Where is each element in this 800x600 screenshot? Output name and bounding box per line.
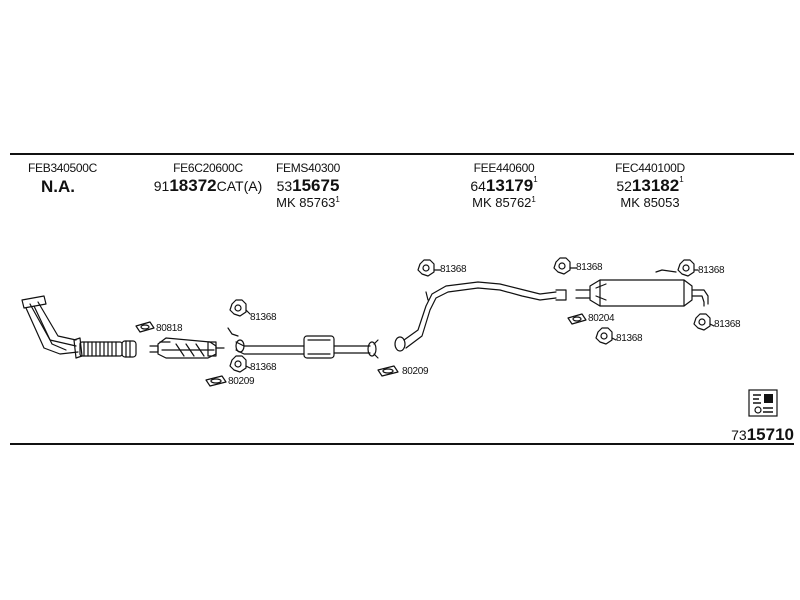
column-fee440600: FEE440600 64131791 MK 857621 xyxy=(462,162,546,209)
gasket xyxy=(205,375,227,387)
callout-80818: 80818 xyxy=(156,323,183,334)
part-number: 52131821 xyxy=(616,175,684,195)
column-code: FE6C20600C xyxy=(173,161,243,175)
part-number: 64131791 xyxy=(470,175,538,195)
column-code: FEE440600 xyxy=(473,161,535,175)
column-fems40300: FEMS40300 5315675 MK 857631 xyxy=(270,162,346,209)
leader-line xyxy=(611,337,617,341)
callout-80204: 80204 xyxy=(588,313,615,324)
middle-pipe xyxy=(227,327,379,359)
rear-pipe xyxy=(394,281,567,352)
mk-number: MK 857631 xyxy=(276,195,340,210)
not-available-label: N.A. xyxy=(41,177,75,196)
hanger-mount xyxy=(677,259,695,277)
hanger-mount xyxy=(229,355,247,373)
column-feb340500c: FEB340500C N.A. xyxy=(28,161,98,196)
catalytic-converter xyxy=(149,337,225,359)
callout-81368: 81368 xyxy=(250,362,277,373)
callout-81368: 81368 xyxy=(440,264,467,275)
gasket xyxy=(135,321,155,333)
part-number: 5315675 xyxy=(276,176,340,195)
front-pipe xyxy=(21,295,83,359)
column-code: FEMS40300 xyxy=(275,161,340,175)
leader-line xyxy=(245,309,251,315)
leader-line xyxy=(709,323,715,327)
hanger-mount xyxy=(229,299,247,317)
leader-line xyxy=(245,365,251,369)
callout-80209: 80209 xyxy=(228,376,255,387)
mk-number: MK 85053 xyxy=(620,195,680,210)
top-rule xyxy=(10,153,794,155)
column-code: FEB340500C xyxy=(28,161,98,175)
callout-81368: 81368 xyxy=(576,262,603,273)
hanger-mount xyxy=(553,257,571,275)
callout-81368: 81368 xyxy=(714,319,741,330)
manual-book-icon xyxy=(748,389,778,417)
column-code: FEC440100D xyxy=(615,161,685,175)
column-fec440100d: FEC440100D 52131821 MK 85053 xyxy=(608,162,692,209)
callout-81368: 81368 xyxy=(616,333,643,344)
callout-81368: 81368 xyxy=(250,312,277,323)
hanger-mount xyxy=(417,259,435,277)
diagram-reference-number: 7315710 xyxy=(731,425,794,444)
column-fe6c20600c: FE6C20600C 9118372CAT(A) xyxy=(152,162,264,194)
rear-silencer xyxy=(575,269,709,307)
part-number: 9118372CAT(A) xyxy=(153,176,263,195)
hanger-mount xyxy=(693,313,711,331)
flex-pipe xyxy=(79,340,137,358)
mk-number: MK 857621 xyxy=(472,195,536,210)
callout-80209: 80209 xyxy=(402,366,429,377)
hanger-mount xyxy=(595,327,613,345)
bottom-rule xyxy=(10,443,794,445)
gasket xyxy=(567,313,587,325)
callout-81368: 81368 xyxy=(698,265,725,276)
gasket xyxy=(377,365,399,377)
